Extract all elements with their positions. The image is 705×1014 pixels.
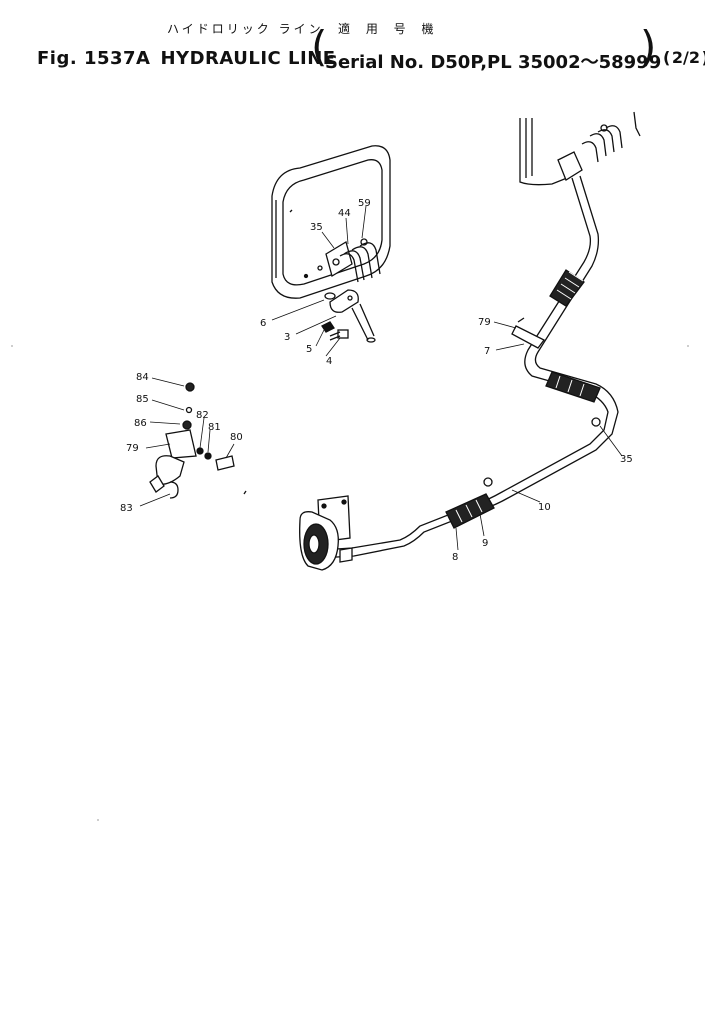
- header: ハイドロリック ライン 適 用 号 機 Fig. 1537A HYDRAULIC …: [0, 0, 705, 80]
- open-paren: (: [311, 22, 328, 71]
- label-86: 86: [134, 418, 147, 429]
- label-82: 82: [196, 410, 209, 421]
- label-5: 5: [306, 344, 312, 355]
- label-4: 4: [326, 356, 332, 367]
- japanese-title: ハイドロリック ライン: [167, 22, 324, 36]
- label-35-valve: 35: [310, 222, 323, 233]
- sheet-number: ( 2/2 ): [663, 48, 705, 67]
- label-79-clamp: 79: [478, 317, 491, 328]
- close-paren: ): [640, 22, 657, 71]
- pipe-fitting: [483, 477, 493, 487]
- part-labels: 35 44 59 6 3 5 4 79 7 35 10 8 9 84 85 86…: [120, 198, 633, 563]
- hose-middle: [545, 371, 601, 403]
- label-6: 6: [260, 318, 266, 329]
- label-59: 59: [358, 198, 371, 209]
- title-text: HYDRAULIC LINE: [160, 48, 336, 69]
- label-7: 7: [484, 346, 490, 357]
- hydraulic-tank-left: [271, 145, 391, 299]
- hose-lower: [445, 493, 495, 529]
- sheet-value: 2/2: [671, 48, 701, 67]
- label-44: 44: [338, 208, 351, 219]
- upper-right-housing: [519, 111, 641, 186]
- control-valve-block: [325, 238, 381, 283]
- label-81: 81: [208, 422, 221, 433]
- leader-lines: [139, 205, 623, 551]
- japanese-applicability: 適 用 号 機: [338, 22, 440, 36]
- label-79-bracket: 79: [126, 443, 139, 454]
- figure-title: Fig. 1537A HYDRAULIC LINE: [37, 48, 336, 69]
- label-3: 3: [284, 332, 290, 343]
- label-8: 8: [452, 552, 458, 563]
- label-84: 84: [136, 372, 149, 383]
- main-hydraulic-pipe: [319, 175, 619, 559]
- label-83: 83: [120, 503, 133, 514]
- serial-range: Serial No. D50P,PL 35002～58999: [325, 52, 662, 73]
- pipe-fitting: [591, 417, 601, 427]
- figure-number: Fig. 1537A: [37, 48, 151, 69]
- pipe-clamp: [511, 317, 545, 349]
- label-35-pipe: 35: [620, 454, 633, 465]
- hydraulic-pump: [299, 495, 353, 571]
- label-80: 80: [230, 432, 243, 443]
- hose-upper: [549, 269, 585, 307]
- label-85: 85: [136, 394, 149, 405]
- label-10: 10: [538, 502, 551, 513]
- scan-specks: [11, 345, 689, 821]
- label-9: 9: [482, 538, 488, 549]
- suction-flange-assembly: [321, 289, 376, 343]
